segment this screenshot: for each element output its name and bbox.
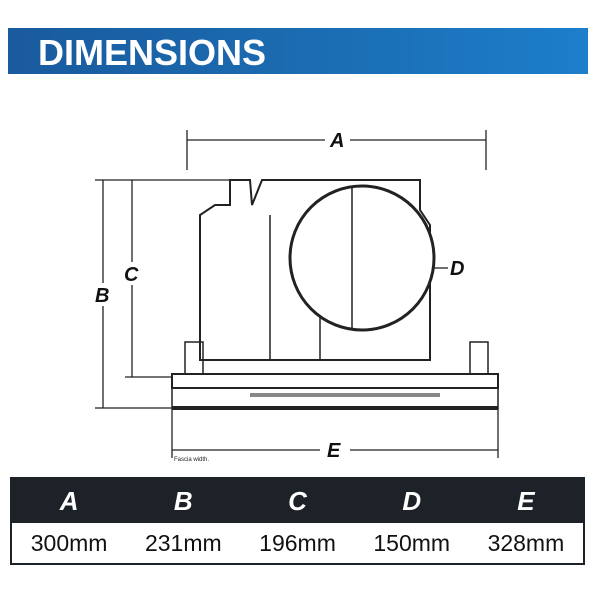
dimension-lines (95, 130, 499, 458)
label-d: D (450, 258, 464, 280)
page-title: DIMENSIONS (38, 32, 267, 73)
label-e: E (327, 440, 341, 462)
column-header: A (59, 486, 79, 516)
fan-outline (171, 179, 499, 410)
table-header-row: A B C D E (12, 479, 583, 523)
label-c: C (124, 264, 139, 286)
column-header: B (173, 486, 193, 516)
table-row: 300mm 231mm 196mm 150mm 328mm (12, 523, 583, 563)
title-banner: DIMENSIONS (8, 28, 588, 74)
fan-dimension-diagram: A B C D E Fascia width. (95, 130, 499, 463)
column-header: E (517, 486, 535, 516)
column-header: C (288, 486, 307, 516)
table-cell: 231mm (144, 530, 222, 556)
table-cell: 196mm (259, 530, 336, 556)
label-a: A (329, 130, 344, 152)
table-cell: 328mm (487, 530, 565, 556)
dimensions-table: A B C D E 300mm 231mm 196mm 150mm 328mm (10, 477, 585, 565)
table-cell: 300mm (30, 530, 108, 556)
fascia-width-note: Fascia width. (174, 457, 209, 463)
table-cell: 150mm (373, 530, 451, 556)
column-header: D (402, 486, 422, 516)
label-b: B (95, 285, 109, 307)
